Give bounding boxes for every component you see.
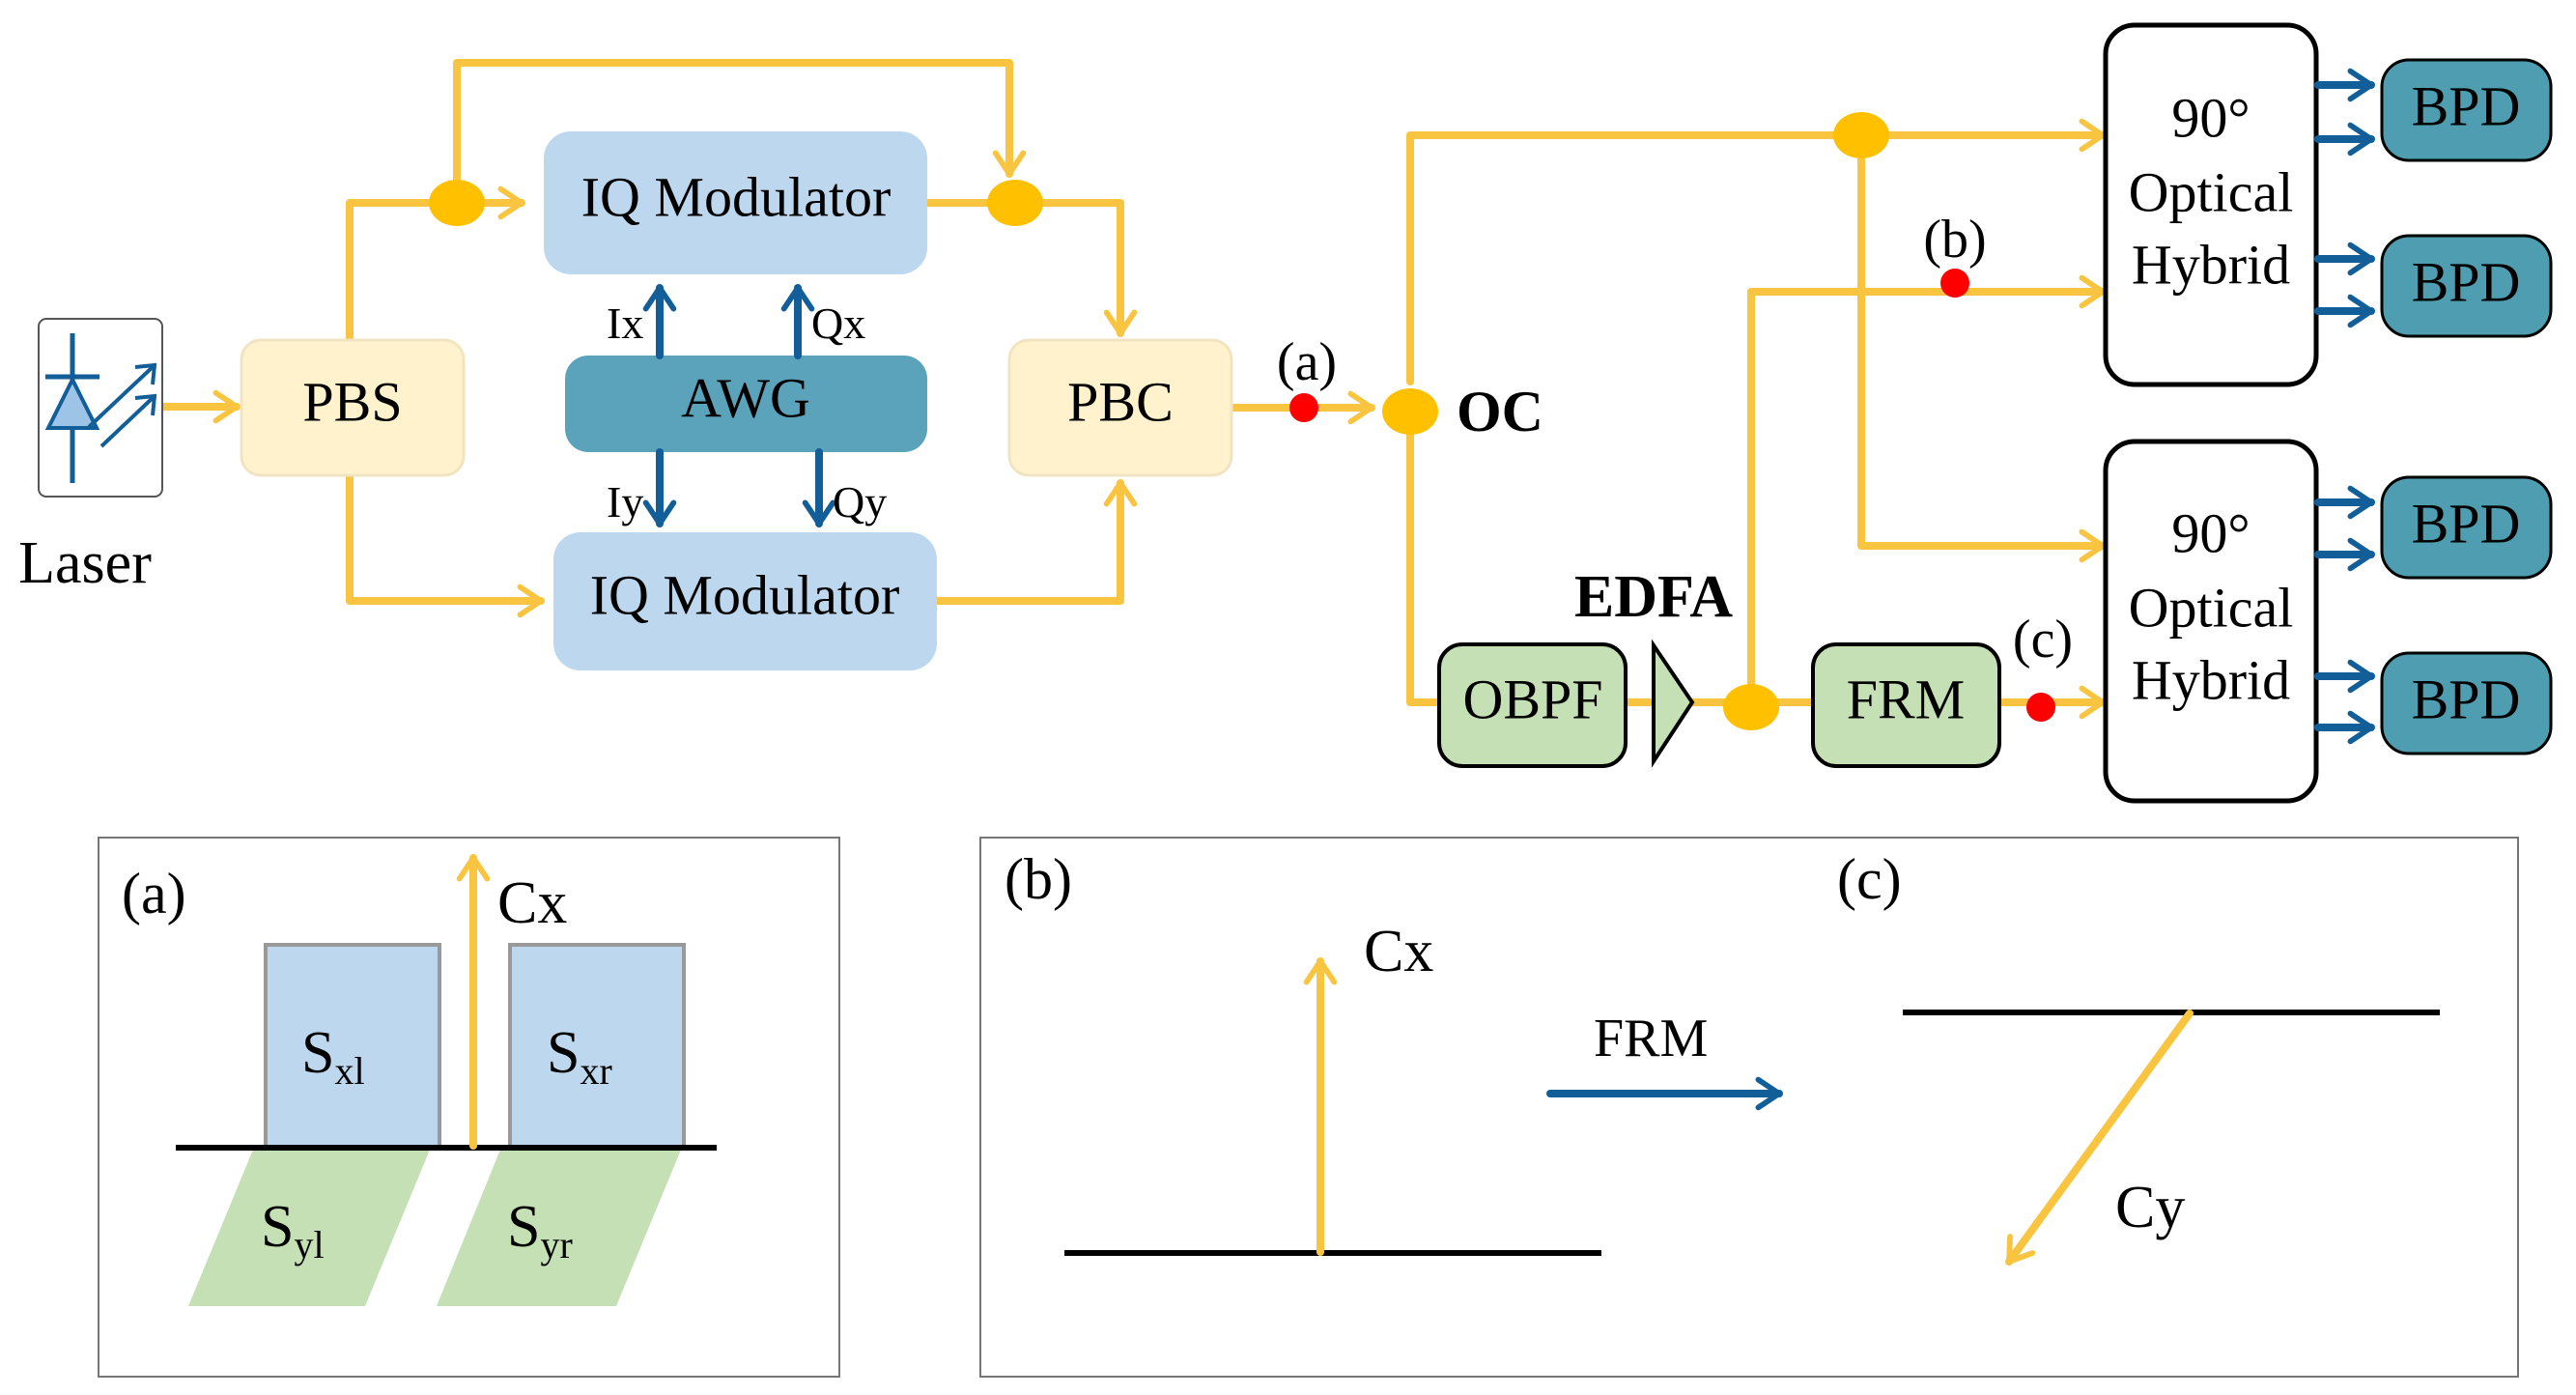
awg-block: AWG <box>565 356 927 452</box>
inset-bc-panel: (b) (c) Cx FRM Cy <box>979 837 2519 1378</box>
pbs-block: PBS <box>240 338 466 477</box>
bpd-4-label: BPD <box>2412 668 2521 730</box>
bpd-4 <box>2380 651 2553 755</box>
iq-modulator-bottom-label: IQ Modulator <box>590 563 900 626</box>
frm-transform-label: FRM <box>1594 1009 1708 1068</box>
bpd-3-label: BPD <box>2412 492 2521 555</box>
sideband-yl-label: Syl <box>261 1194 325 1267</box>
inset-a-panel: (a) Cx Sxl Sxr Syl Syr <box>98 837 840 1378</box>
carrier-c-label: Cy <box>2115 1175 2185 1240</box>
pbs-label: PBS <box>302 370 402 433</box>
laser: Laser <box>18 318 163 596</box>
monitor-dot-c <box>2026 693 2055 722</box>
carrier-b-label: Cx <box>1364 919 1433 984</box>
hybrid-bottom-line3: Hybrid <box>2132 648 2290 711</box>
bpd-detectors: BPD BPD BPD BPD <box>2380 58 2553 755</box>
oc-label: OC <box>1457 380 1543 443</box>
iq-modulator-top-label: IQ Modulator <box>581 165 892 228</box>
obpf-label: OBPF <box>1462 668 1602 730</box>
monitor-label-a: (a) <box>1277 332 1337 392</box>
sideband-xr-label: Sxr <box>547 1020 612 1093</box>
inset-b-tag: (b) <box>1005 847 1072 911</box>
monitor-dot-b <box>1940 269 1969 298</box>
monitor-label-b: (b) <box>1923 210 1986 270</box>
optical-hybrid-top: 90° Optical Hybrid <box>2103 22 2319 387</box>
bpd-1-label: BPD <box>2412 74 2521 137</box>
iq-modulator-bottom: IQ Modulator <box>553 532 937 670</box>
hybrid-outputs <box>2314 68 2375 745</box>
bpd-2 <box>2380 234 2553 338</box>
pbc-block: PBC <box>1007 338 1233 477</box>
monitor-points: (a) (b) (c) <box>1277 210 2073 722</box>
sideband-xl <box>264 943 441 1150</box>
awg-output-iy: Iy <box>607 477 643 527</box>
pbc-label: PBC <box>1067 370 1174 433</box>
optical-fibers <box>158 59 2107 720</box>
hybrid-bottom-line1: 90° <box>2171 501 2250 564</box>
awg-output-qx: Qx <box>811 299 865 348</box>
optical-hybrid-bottom: 90° Optical Hybrid <box>2103 439 2319 804</box>
splitter-top-left <box>429 180 485 226</box>
inset-a-tag: (a) <box>122 862 186 925</box>
sideband-yr-label: Syr <box>507 1194 573 1267</box>
monitor-dot-a <box>1289 393 1318 422</box>
hybrid-bottom-line2: Optical <box>2129 576 2294 639</box>
splitter-after-edfa <box>1723 684 1779 730</box>
sideband-yr <box>437 1150 681 1306</box>
sideband-yl <box>188 1150 430 1306</box>
bpd-1 <box>2380 58 2553 162</box>
bpd-2-label: BPD <box>2412 250 2521 313</box>
splitter-lo <box>1833 112 1889 158</box>
monitor-label-c: (c) <box>2013 610 2073 669</box>
laser-diode-icon <box>44 333 157 483</box>
awg-output-ix: Ix <box>607 299 643 348</box>
edfa-amplifier: EDFA <box>1574 564 1733 768</box>
sideband-xr <box>508 943 686 1150</box>
fiber-couplers <box>429 112 1889 730</box>
combiner-top <box>987 180 1043 226</box>
hybrid-top-line3: Hybrid <box>2132 233 2290 296</box>
frm-block: FRM <box>1811 642 2001 768</box>
awg-output-qy: Qy <box>833 477 887 527</box>
amplifier-triangle-icon <box>1652 639 1695 768</box>
carrier-c-arrow <box>2005 1010 2194 1266</box>
optical-coupler-oc <box>1382 388 1438 435</box>
edfa-label: EDFA <box>1574 564 1733 630</box>
carrier-cx-label: Cx <box>497 870 567 936</box>
laser-box <box>38 318 163 498</box>
awg-label: AWG <box>681 366 810 429</box>
inset-c-tag: (c) <box>1837 847 1902 911</box>
frm-label: FRM <box>1847 668 1966 730</box>
hybrid-top-line2: Optical <box>2129 160 2294 223</box>
iq-modulator-top: IQ Modulator <box>544 131 927 274</box>
laser-label: Laser <box>18 530 152 596</box>
obpf-block: OBPF <box>1437 642 1628 768</box>
bpd-3 <box>2380 475 2553 580</box>
sideband-xl-label: Sxl <box>301 1020 365 1093</box>
awg-drive-arrows: Ix Qx Iy Qy <box>607 284 887 527</box>
hybrid-top-line1: 90° <box>2171 86 2250 149</box>
